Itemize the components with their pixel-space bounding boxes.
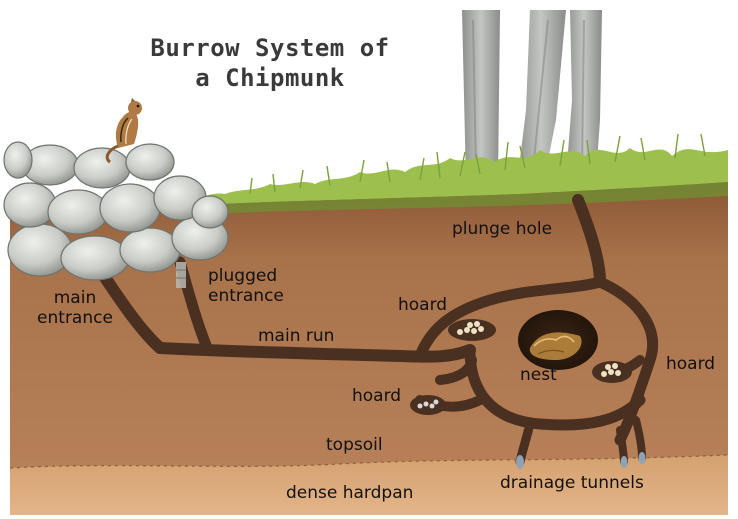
label-plugged-entrance-line-2: entrance [208, 287, 284, 306]
label-hoard-right: hoard [666, 355, 715, 374]
nest-chamber [518, 310, 598, 370]
label-plugged-entrance-line-1: plugged [208, 267, 277, 286]
label-hoard-left: hoard [352, 387, 401, 406]
label-main-entrance-line-1: main [20, 289, 130, 308]
diagram-title-line-1: Burrow System of [120, 34, 420, 62]
label-drainage-tunnels: drainage tunnels [500, 474, 644, 493]
hoard-chamber-right [592, 361, 632, 383]
label-dense-hardpan: dense hardpan [286, 484, 413, 503]
label-nest: nest [520, 366, 557, 385]
rock-pile [4, 142, 228, 280]
label-hoard-upper: hoard [398, 296, 447, 315]
diagram-title-line-2: a Chipmunk [120, 64, 420, 92]
label-main-entrance-line-2: entrance [20, 309, 130, 328]
label-topsoil: topsoil [326, 436, 383, 455]
hoard-chamber-upper [448, 319, 496, 341]
label-plunge-hole: plunge hole [452, 220, 552, 239]
hoard-chamber-left [410, 395, 446, 415]
label-main-run: main run [258, 327, 334, 346]
plug-marker [176, 262, 186, 288]
